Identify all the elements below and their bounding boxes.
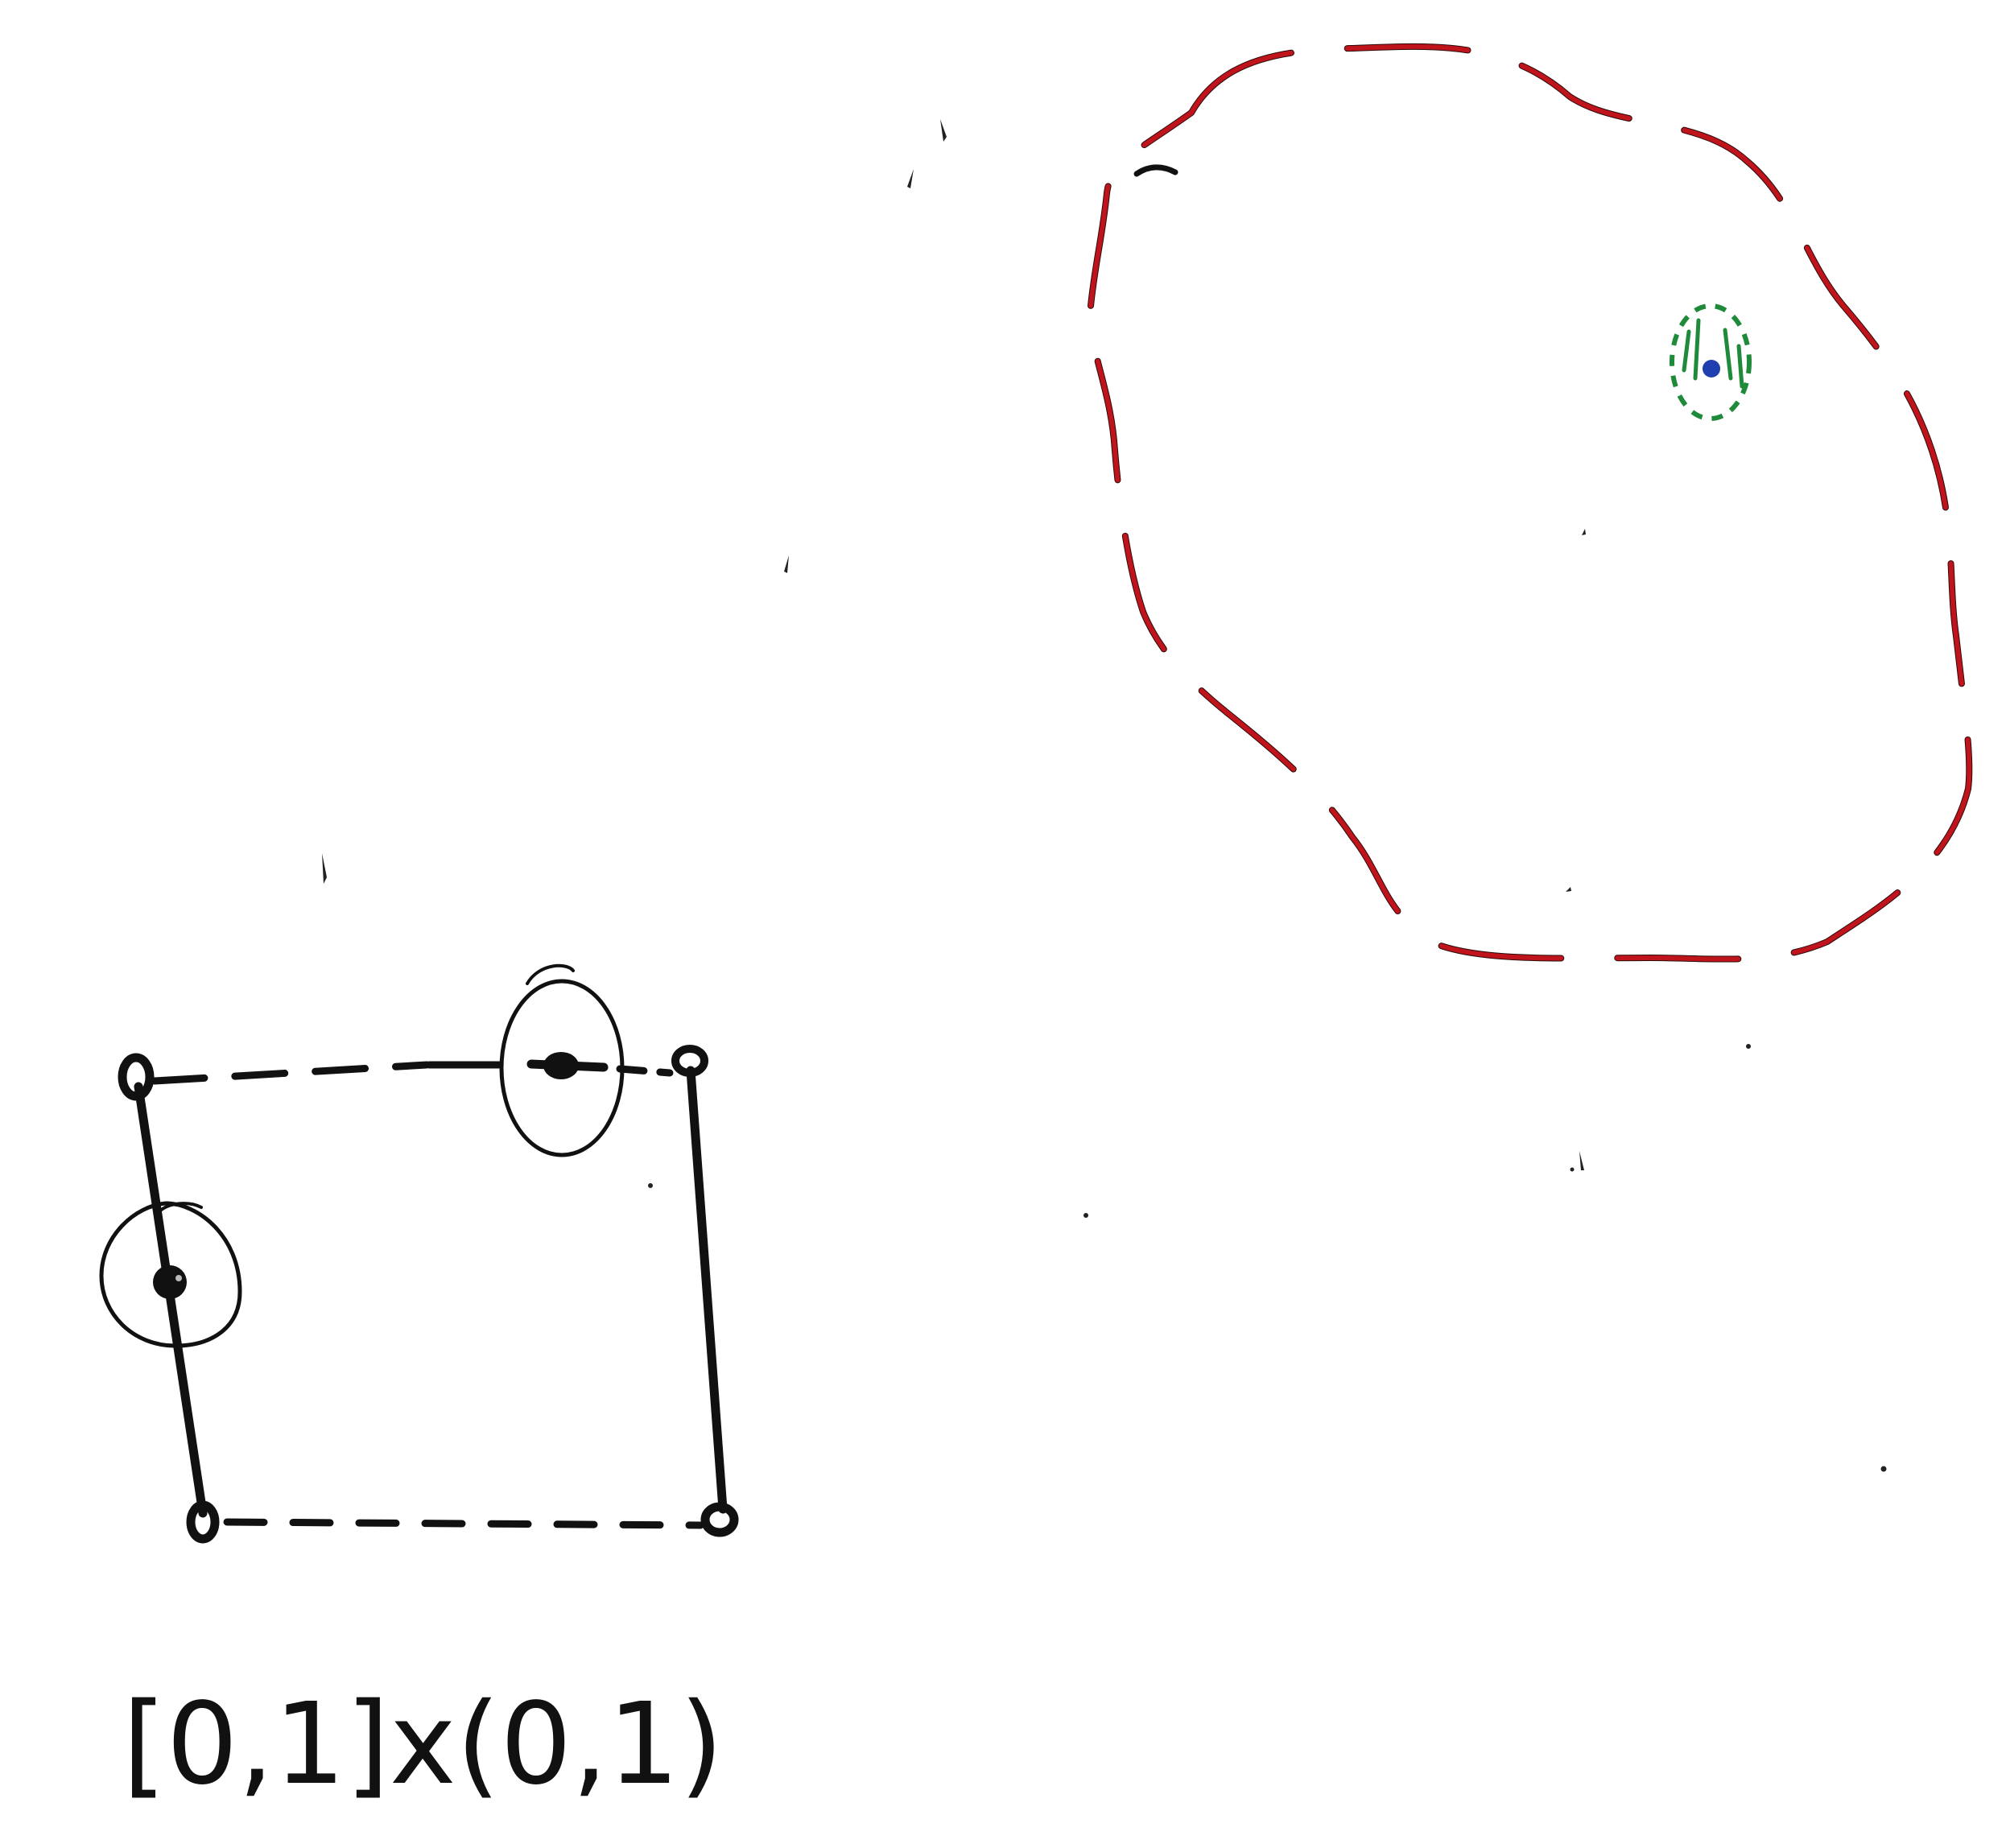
- square-top-edge-dashed-right: [616, 1065, 674, 1077]
- top-edge-neighborhood-tail: [526, 963, 575, 985]
- unit-square: [99, 963, 739, 1544]
- square-bottom-edge-dashed: [223, 1518, 704, 1529]
- corner-bottom-left-open-point: [186, 1500, 220, 1544]
- top-edge-filled-point: [543, 1052, 579, 1079]
- left-edge-filled-point: [153, 1265, 187, 1299]
- region-boundary: [1088, 43, 1972, 962]
- square-left-edge-solid: [134, 1082, 208, 1518]
- corner-top-right-open-point: [671, 1045, 708, 1077]
- left-edge-neighborhood: [99, 1201, 242, 1348]
- square-label: [0,1]x(0,1): [122, 1679, 724, 1810]
- dashed-region: [1087, 43, 1973, 963]
- square-right-edge-solid: [686, 1066, 728, 1514]
- region-center-halo: [1670, 303, 1752, 421]
- region-center-halo-strokes: [1682, 318, 1744, 389]
- top-edge-neighborhood: [499, 979, 625, 1157]
- region-center-point: [1703, 360, 1720, 377]
- region-boundary-tick: [1133, 164, 1178, 177]
- background-specks: [322, 119, 1887, 1472]
- corner-top-left-open-point: [118, 1053, 155, 1101]
- left-edge-neighborhood-tail: [158, 1202, 203, 1213]
- corner-bottom-right-open-point: [700, 1502, 739, 1537]
- left-edge-point-highlight: [175, 1275, 182, 1281]
- region-boundary-shadow: [1087, 43, 1973, 963]
- square-top-edge-dashed: [151, 1061, 431, 1085]
